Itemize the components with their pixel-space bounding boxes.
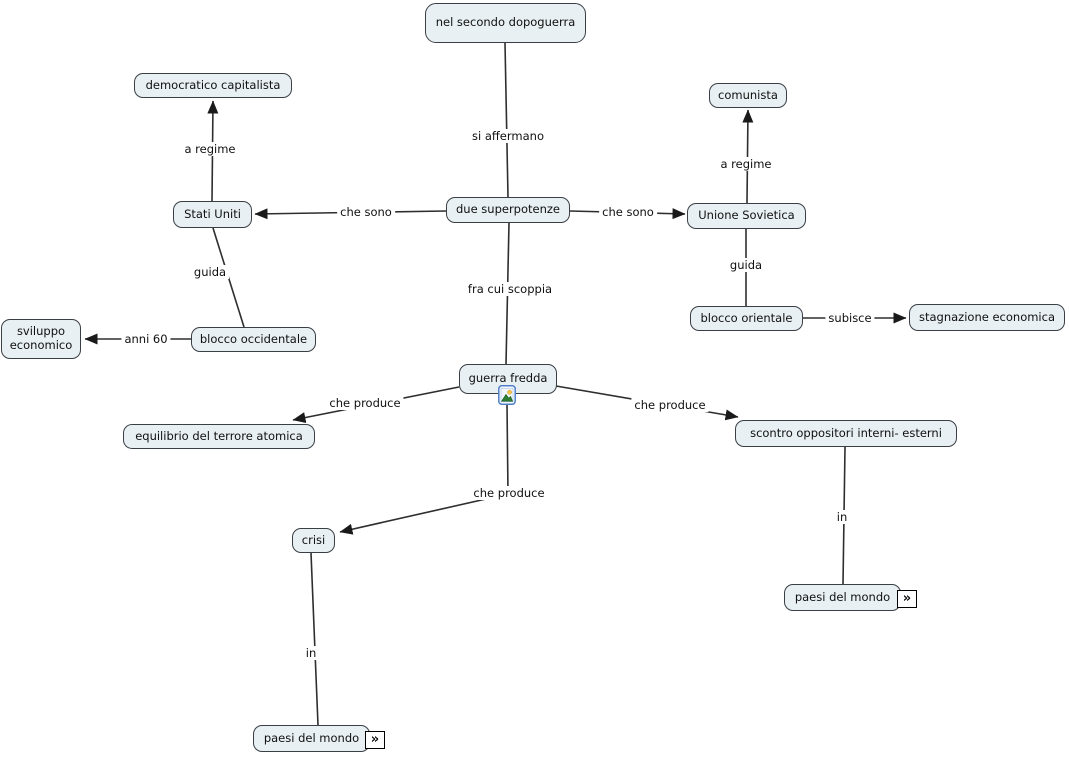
link-label-in-sinistra[interactable]: in xyxy=(302,646,320,660)
link-label-subisce[interactable]: subisce xyxy=(825,311,875,325)
image-resource-icon-glyph xyxy=(498,385,516,405)
link-label-che-produce-destra[interactable]: che produce xyxy=(631,398,709,412)
expand-arrows-icon-sinistra[interactable]: » xyxy=(365,731,385,749)
link-label-a-regime-sinistra[interactable]: a regime xyxy=(181,142,239,156)
node-blocco-occidentale[interactable]: blocco occidentale xyxy=(191,327,316,352)
node-stagnazione-economica[interactable]: stagnazione economica xyxy=(909,304,1065,331)
image-resource-icon[interactable] xyxy=(498,385,516,405)
link-label-che-sono-sinistra[interactable]: che sono xyxy=(337,205,395,219)
link-label-fra-cui-scoppia[interactable]: fra cui scoppia xyxy=(464,282,556,296)
link-label-guida-sinistra[interactable]: guida xyxy=(190,265,230,279)
node-comunista[interactable]: comunista xyxy=(709,83,787,108)
node-blocco-orientale[interactable]: blocco orientale xyxy=(690,306,803,331)
edge-guerra-crisi-diagonal xyxy=(339,493,509,535)
link-label-a-regime-destra[interactable]: a regime xyxy=(717,157,775,171)
edge-unione-comunista xyxy=(742,109,754,204)
node-democratico-capitalista[interactable]: democratico capitalista xyxy=(134,73,292,98)
node-paesi-del-mondo-sinistra[interactable]: paesi del mondo xyxy=(253,725,370,752)
edge-crisi-paesisinistra xyxy=(310,552,319,726)
node-paesi-del-mondo-destra[interactable]: paesi del mondo xyxy=(784,584,901,611)
node-unione-sovietica[interactable]: Unione Sovietica xyxy=(687,203,806,229)
link-label-guida-destra[interactable]: guida xyxy=(726,258,766,272)
node-sviluppo-economico[interactable]: sviluppo economico xyxy=(1,319,81,359)
node-guerra-fredda[interactable]: guerra fredda xyxy=(459,364,557,394)
link-label-in-destra[interactable]: in xyxy=(833,510,851,524)
node-stati-uniti[interactable]: Stati Uniti xyxy=(173,201,252,228)
node-crisi[interactable]: crisi xyxy=(292,528,335,553)
node-equilibrio-del-terrore[interactable]: equilibrio del terrore atomica xyxy=(123,424,315,449)
link-label-si-affermano[interactable]: si affermano xyxy=(469,129,547,143)
node-scontro-oppositori[interactable]: scontro oppositori interni- esterni xyxy=(735,420,957,447)
node-nel-secondo-dopoguerra[interactable]: nel secondo dopoguerra xyxy=(425,3,586,43)
expand-arrows-icon-destra[interactable]: » xyxy=(897,590,917,608)
link-label-che-produce-centro[interactable]: che produce xyxy=(470,486,548,500)
link-label-anni-60[interactable]: anni 60 xyxy=(121,332,171,346)
edge-guerra-crisi-vertical xyxy=(506,404,509,495)
edge-dopoguerra-superpotenze xyxy=(504,42,509,198)
link-label-che-sono-destra[interactable]: che sono xyxy=(599,205,657,219)
node-due-superpotenze[interactable]: due superpotenze xyxy=(446,197,570,223)
link-label-che-produce-sinistra[interactable]: che produce xyxy=(326,396,404,410)
